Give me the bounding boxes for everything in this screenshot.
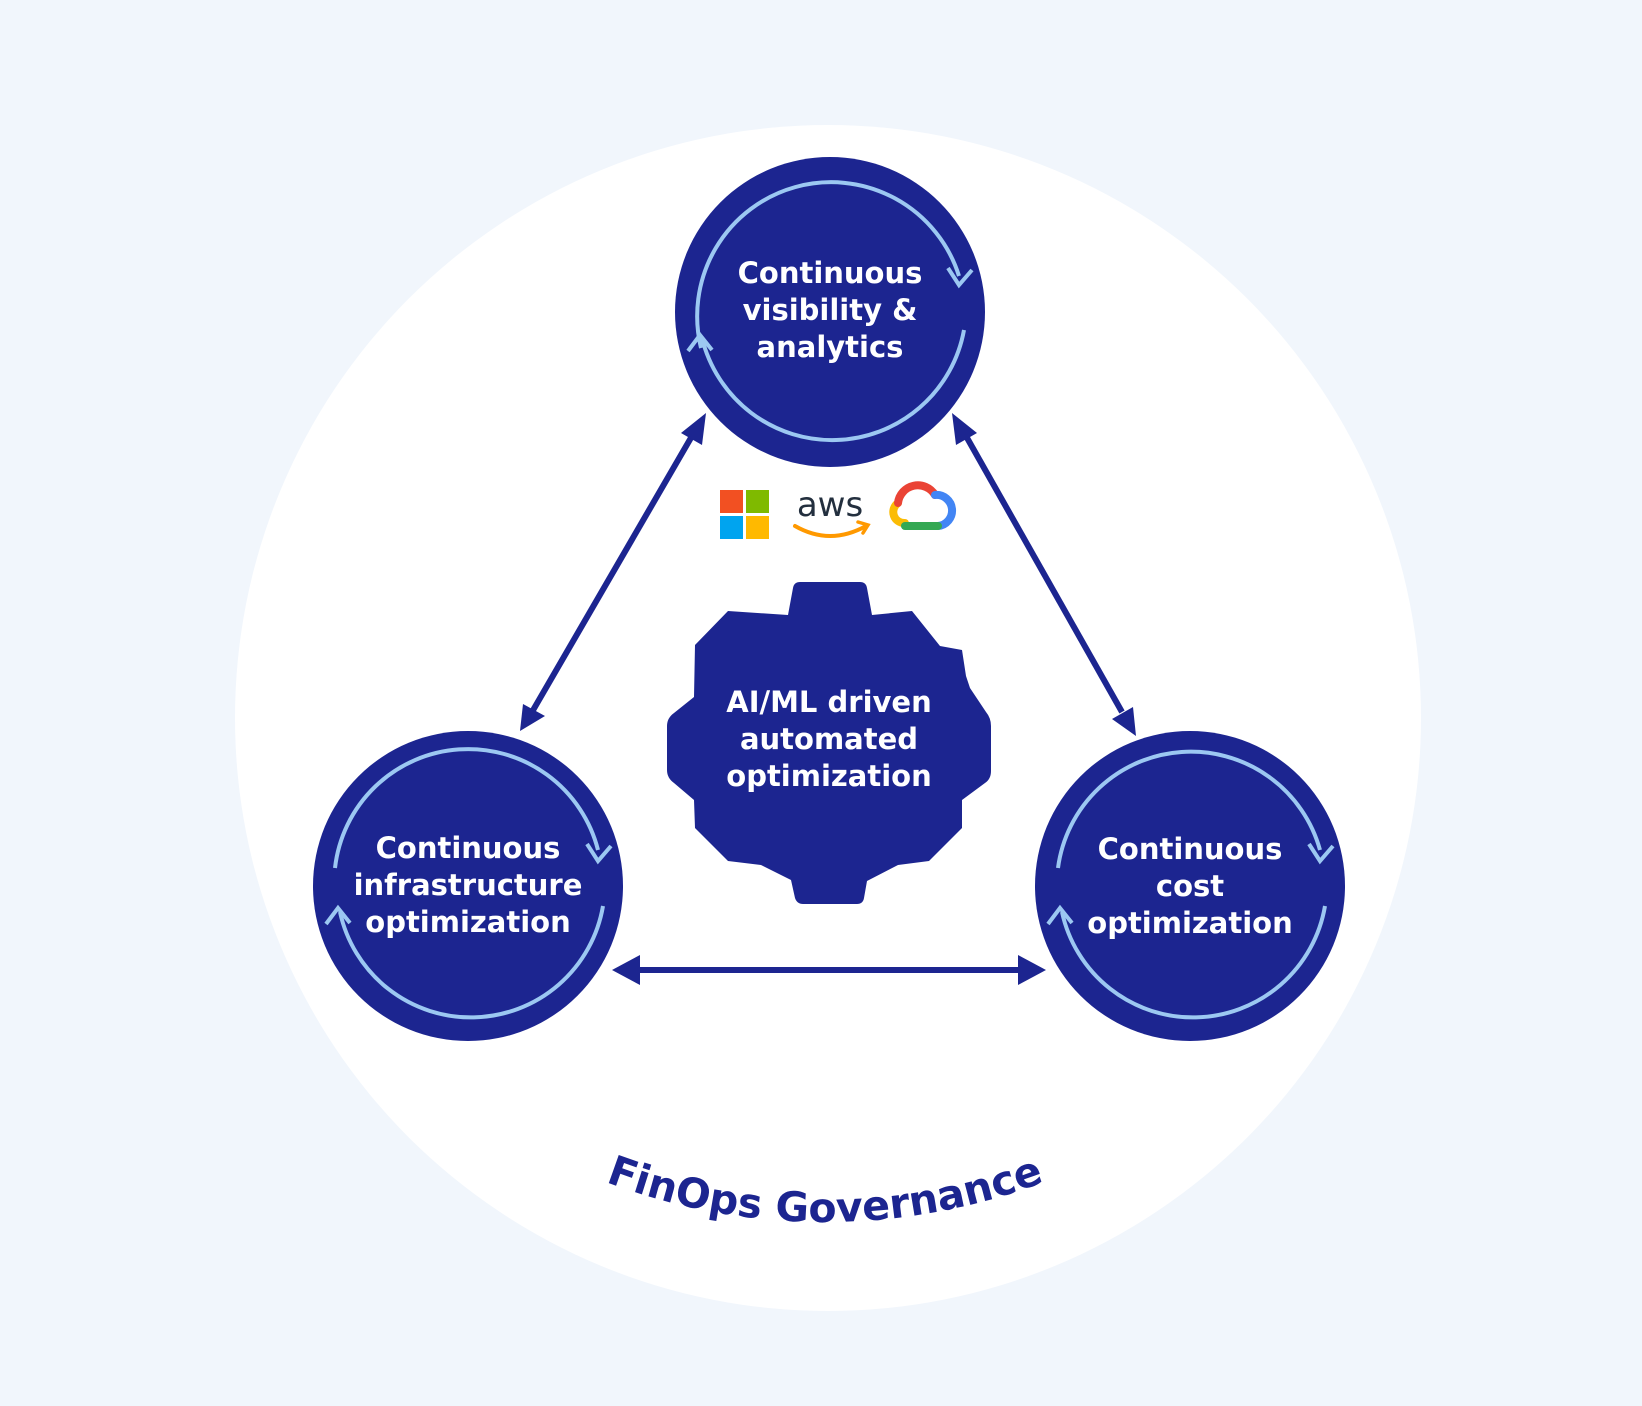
node-visibility-line-2: visibility &: [743, 293, 918, 327]
gear-line-2: automated: [740, 722, 918, 756]
gear-icon: AI/ML driven automated optimization: [667, 582, 991, 904]
node-visibility-line-3: analytics: [757, 330, 904, 364]
microsoft-logo-icon: [720, 490, 769, 539]
node-cost-line-2: cost: [1156, 869, 1224, 903]
connector-visibility-cost: [952, 413, 1136, 736]
google-cloud-logo-icon: [889, 481, 957, 530]
cycle-arrow-icon: [695, 180, 961, 349]
cycle-arrowhead-icon: [1307, 842, 1335, 865]
node-infrastructure-line-3: optimization: [365, 905, 570, 939]
cycle-arrow-icon: [1060, 905, 1327, 1020]
aws-logo-icon: aws: [793, 485, 871, 538]
cycle-arrow-icon: [1056, 749, 1322, 869]
cycle-arrowhead-icon: [946, 266, 974, 289]
node-cost: Continuous cost optimization: [1035, 731, 1345, 1041]
connector-infrastructure-cost: [612, 955, 1046, 985]
provider-logos: aws: [720, 481, 957, 539]
cycle-arrowhead-icon: [1046, 904, 1074, 926]
cycle-arrowhead-icon: [324, 904, 352, 926]
cycle-arrow-icon: [333, 747, 600, 869]
aws-wordmark: aws: [797, 485, 863, 525]
cycle-arrowhead-icon: [585, 842, 613, 865]
node-visibility-line-1: Continuous: [738, 256, 923, 290]
node-infrastructure: Continuous infrastructure optimization: [313, 731, 623, 1041]
node-visibility: Continuous visibility & analytics: [675, 157, 985, 467]
gear-line-3: optimization: [726, 759, 931, 793]
node-cost-line-3: optimization: [1087, 906, 1292, 940]
cycle-arrowhead-icon: [686, 331, 714, 353]
node-cost-line-1: Continuous: [1098, 832, 1283, 866]
connector-visibility-infrastructure: [520, 413, 706, 731]
cycle-arrow-icon: [338, 905, 605, 1020]
node-infrastructure-line-1: Continuous: [376, 831, 561, 865]
gear-line-1: AI/ML driven: [726, 685, 931, 719]
cycle-arrow-icon: [700, 329, 966, 443]
node-infrastructure-line-2: infrastructure: [354, 868, 583, 902]
